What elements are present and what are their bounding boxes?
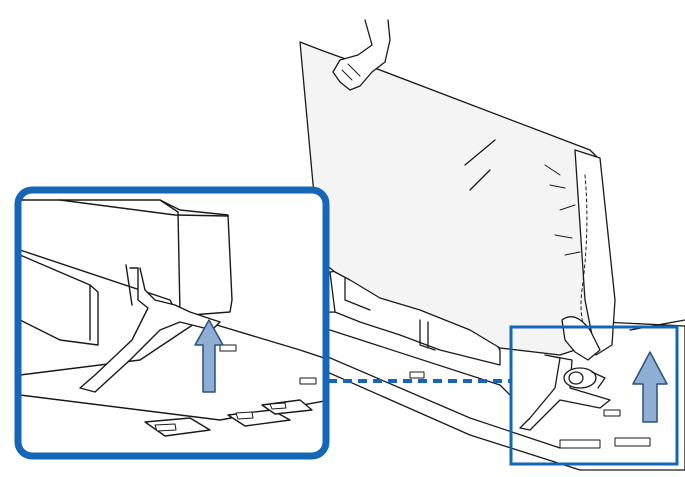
- main-scene: [299, 19, 685, 471]
- up-arrow-icon: [632, 351, 668, 423]
- inset-frame: [14, 186, 330, 460]
- magnified-inset: [14, 186, 330, 460]
- tv-cover: [299, 41, 613, 356]
- hand-left: [332, 19, 391, 91]
- inset-stand: [79, 267, 221, 393]
- inset-up-arrow-icon: [194, 319, 224, 393]
- highlight-box: [509, 325, 679, 466]
